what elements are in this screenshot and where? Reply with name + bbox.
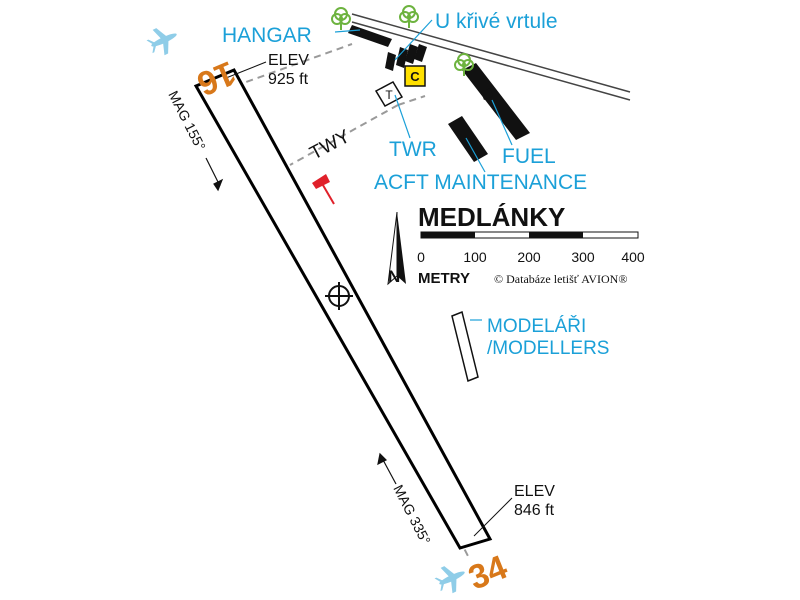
modellers-area [451,310,479,383]
scale-bar [420,231,639,239]
small-fuel-marker [481,88,493,100]
arp-crosshair-icon [325,282,353,310]
elev-leader-lines [225,61,513,537]
hangar-label: HANGAR [222,24,312,47]
elev-south-value: 846 ft [514,502,555,519]
north-arrow-icon [387,211,406,286]
leader-lines [334,19,513,321]
customs-box: C [404,65,426,87]
copyright: © Databáze letišť AVION® [494,272,627,286]
road [351,13,631,101]
modellers-label-line2: /MODELLERS [487,338,609,359]
windsock-icon [312,174,335,205]
tree-icon [331,7,351,30]
acft-maintenance-label: ACFT MAINTENANCE [374,171,587,194]
fuel-label: FUEL [502,145,556,168]
runway-designator-34: 34 [463,548,512,597]
building-small-1 [385,52,396,71]
building-small-3 [405,44,418,64]
maintenance-building [448,116,488,162]
customs-symbol: C [410,69,420,84]
map-title: MEDLÁNKY [418,202,565,232]
tree-icon [454,53,474,76]
twy-label: TWY [306,126,353,165]
airplane-icon [434,566,465,594]
twr-label: TWR [389,138,437,161]
scale-ticks: 0 100 200 300 400 [417,249,645,265]
elev-north-value: 925 ft [268,71,309,88]
tree-icon [399,5,419,28]
scale-unit: METRY [418,270,470,287]
north-label: N [388,267,400,286]
mag-arrows [205,157,397,485]
airplane-icon [146,28,177,56]
tower-box: T [374,81,404,107]
elev-south-label: ELEV [514,483,555,500]
scale-tick-100: 100 [463,249,487,265]
fuel-building [462,63,530,140]
hangar-building [348,25,392,47]
scale-tick-400: 400 [621,249,645,265]
tower-symbol: T [385,88,393,102]
scale-tick-200: 200 [517,249,541,265]
building-small-4 [414,44,427,62]
elev-north-label: ELEV [268,52,309,69]
building-small-2 [396,47,408,68]
buildings [348,25,530,162]
scale-tick-0: 0 [417,249,425,265]
restaurant-label: U křivé vrtule [435,10,558,33]
scale-tick-300: 300 [571,249,595,265]
runway [193,68,493,550]
modellers-label-line1: MODELÁŘI [487,315,586,337]
